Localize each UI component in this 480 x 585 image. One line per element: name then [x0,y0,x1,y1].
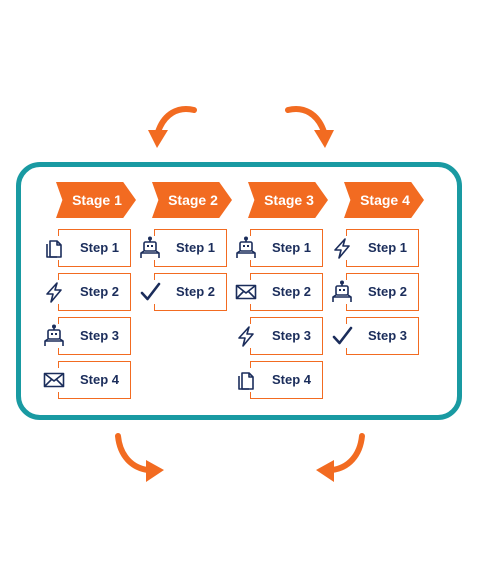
cycle-arrow-top-left [148,106,197,148]
step-box [346,273,419,311]
stage-header: Stage 3 [248,182,328,218]
envelope-icon [42,368,66,392]
document-icon [42,236,66,260]
stage-header: Stage 2 [152,182,232,218]
step-box [58,273,131,311]
step-box [250,361,323,399]
step-box [58,229,131,267]
step-box [250,229,323,267]
lightning-icon [330,236,354,260]
step-label: Step 2 [80,284,120,299]
step-item: Step 1 [42,226,152,270]
step-item: Step 2 [138,270,248,314]
step-item: Step 1 [234,226,344,270]
lightning-icon [234,324,258,348]
step-label: Step 3 [80,328,120,343]
cycle-arrow-bottom-left [115,433,164,482]
robot-icon [138,236,162,260]
step-label: Step 3 [368,328,408,343]
step-box [58,317,131,355]
step-label: Step 4 [272,372,312,387]
cycle-arrow-bottom-right [316,433,365,482]
step-label: Step 2 [176,284,216,299]
step-label: Step 1 [272,240,312,255]
step-box [58,361,131,399]
stage-header: Stage 1 [56,182,136,218]
step-item: Step 3 [42,314,152,358]
robot-icon [330,280,354,304]
cycle-arrow-top-right [285,106,334,148]
step-label: Step 1 [368,240,408,255]
robot-icon [234,236,258,260]
step-item: Step 3 [234,314,344,358]
checkmark-icon [138,280,162,304]
step-item: Step 4 [42,358,152,402]
step-box [250,317,323,355]
step-list: Step 1 Step 2 Step 3 Step 4 [42,226,152,402]
step-item: Step 4 [234,358,344,402]
step-box [250,273,323,311]
step-label: Step 3 [272,328,312,343]
step-box [346,229,419,267]
step-label: Step 1 [176,240,216,255]
step-item: Step 3 [330,314,440,358]
stage-header: Stage 4 [344,182,424,218]
step-box [154,273,227,311]
envelope-icon [234,280,258,304]
step-item: Step 2 [234,270,344,314]
step-label: Step 4 [80,372,120,387]
step-list: Step 1 Step 2 Step 3 Step 4 [234,226,344,402]
step-label: Step 2 [272,284,312,299]
lightning-icon [42,280,66,304]
document-icon [234,368,258,392]
step-item: Step 2 [42,270,152,314]
step-label: Step 1 [80,240,120,255]
step-item: Step 1 [138,226,248,270]
step-list: Step 1 Step 2 Step 3 [330,226,440,358]
step-item: Step 1 [330,226,440,270]
step-item: Step 2 [330,270,440,314]
checkmark-icon [330,324,354,348]
robot-icon [42,324,66,348]
step-list: Step 1 Step 2 [138,226,248,314]
step-label: Step 2 [368,284,408,299]
